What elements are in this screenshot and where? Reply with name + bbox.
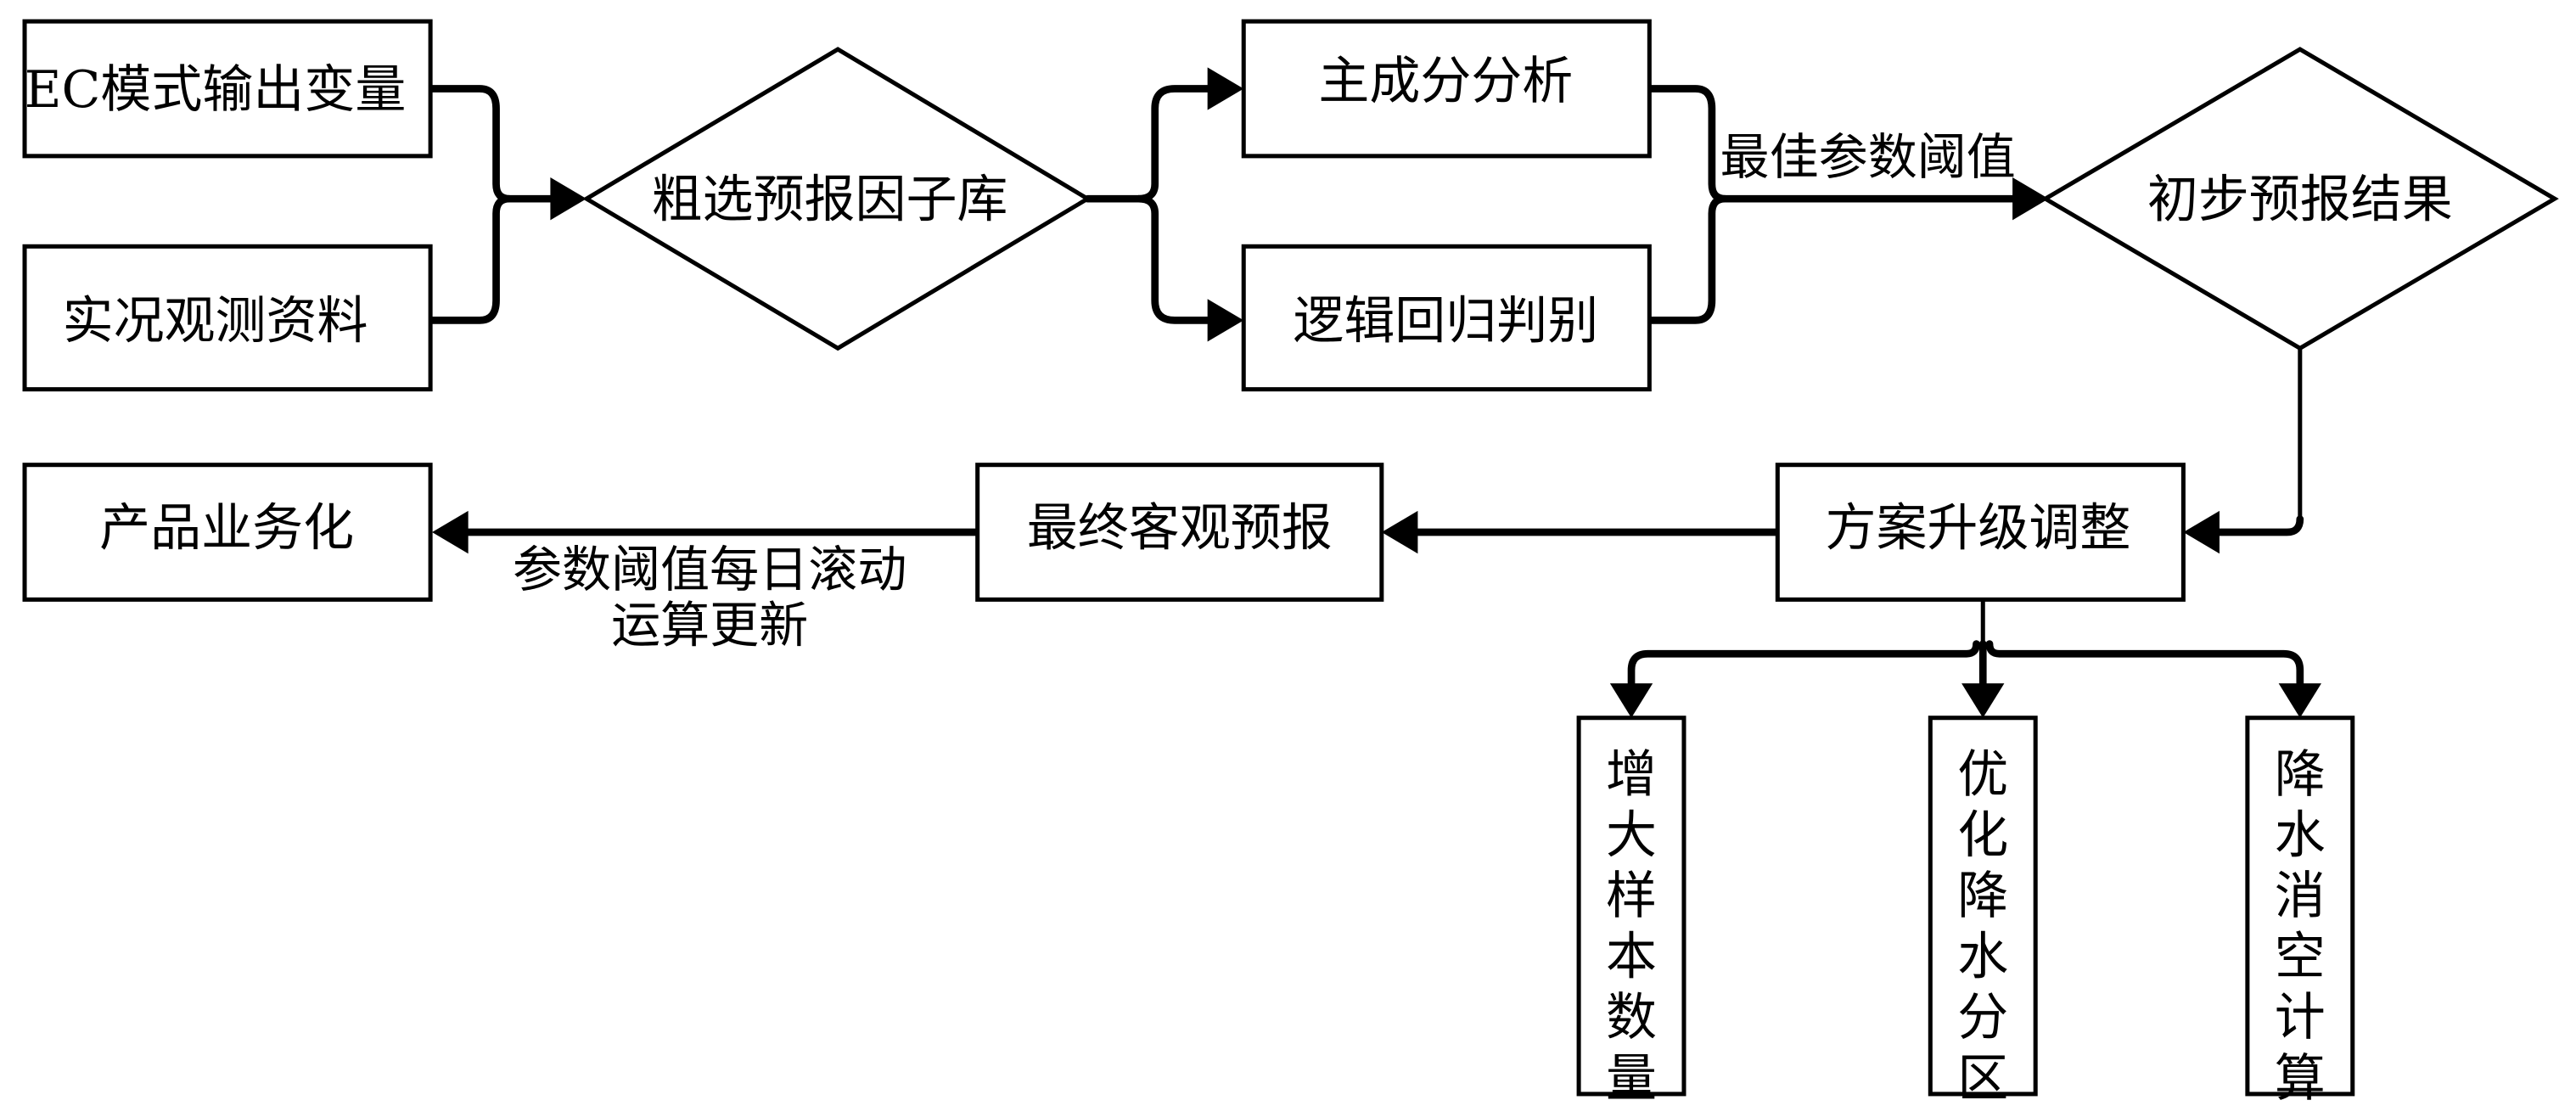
node-factor-library: 粗选预报因子库 <box>582 47 1092 351</box>
vertical-char: 水 <box>1957 928 2008 987</box>
node-factor-library-label: 粗选预报因子库 <box>652 170 1008 229</box>
node-logistic-label: 逻辑回归判别 <box>1293 292 1598 351</box>
node-product: 产品业务化 <box>22 463 433 602</box>
vertical-char: 样 <box>1606 867 1657 926</box>
edge-label-daily-update-line1: 参数阈值每日滚动 <box>513 541 906 598</box>
connector-ec-to-merge <box>426 85 514 203</box>
vertical-char: 分 <box>1957 988 2008 1047</box>
vertical-char: 本 <box>1606 928 1657 987</box>
node-preliminary: 初步预报结果 <box>2040 47 2559 351</box>
node-product-label: 产品业务化 <box>99 499 354 558</box>
vertical-char: 算 <box>2275 1049 2326 1109</box>
vertical-char: 降 <box>2275 745 2326 805</box>
node-sample: 增大样本数量 <box>1576 716 1686 1109</box>
vertical-char: 水 <box>2275 805 2326 865</box>
node-logistic: 逻辑回归判别 <box>1241 244 1652 392</box>
arrowhead-to-false-alarm <box>2278 683 2321 718</box>
node-upgrade-label: 方案升级调整 <box>1825 499 2130 558</box>
arrowhead-to-sample <box>1609 683 1653 718</box>
arrowhead-to-upgrade <box>2183 510 2220 554</box>
node-final: 最终客观预报 <box>975 463 1384 602</box>
arrowhead-to-factor <box>550 177 587 221</box>
arrowhead-to-preliminary <box>2012 177 2049 221</box>
node-false-alarm-label: 降水消空计算 <box>2275 745 2326 1109</box>
vertical-char: 消 <box>2275 867 2326 926</box>
vertical-char: 优 <box>1957 745 2008 805</box>
connector-split-to-logistic <box>1135 194 1220 324</box>
edge-label-daily-update-line2: 运算更新 <box>611 597 808 654</box>
node-ec-output: EC模式输出变量 <box>22 19 433 159</box>
connector-obs-to-merge <box>426 194 514 324</box>
arrowhead-to-zoning <box>1961 683 2005 718</box>
arrowhead-to-final <box>1381 510 1418 554</box>
vertical-char: 降 <box>1957 867 2008 926</box>
node-pca-label: 主成分分析 <box>1318 52 1573 111</box>
arrowhead-to-pca <box>1207 67 1244 110</box>
node-observation-label: 实况观测资料 <box>63 292 368 351</box>
arrowhead-to-logistic <box>1207 299 1244 342</box>
connector-pca-to-merge <box>1645 85 1729 203</box>
vertical-char: 数 <box>1606 988 1657 1047</box>
vertical-char: 化 <box>1957 805 2008 865</box>
node-false-alarm: 降水消空计算 <box>2245 716 2355 1109</box>
arrowhead-to-product <box>432 510 469 554</box>
vertical-char: 区 <box>1957 1049 2008 1109</box>
vertical-char: 量 <box>1606 1049 1657 1109</box>
connector-logistic-to-merge <box>1645 194 1729 324</box>
connector-branch-left <box>1627 640 1980 694</box>
node-sample-label: 增大样本数量 <box>1606 745 1657 1109</box>
connector-preliminary-turn <box>2210 515 2304 536</box>
node-ec-output-label: EC模式输出变量 <box>25 60 407 120</box>
vertical-char: 计 <box>2275 988 2326 1047</box>
connector-branch-right <box>1985 640 2304 694</box>
node-final-label: 最终客观预报 <box>1027 499 1333 558</box>
vertical-char: 大 <box>1606 805 1657 865</box>
connector-split-to-pca <box>1135 85 1220 203</box>
edge-label-best-threshold: 最佳参数阈值 <box>1720 128 2016 186</box>
node-upgrade: 方案升级调整 <box>1775 463 2186 602</box>
node-zoning-label: 优化降水分区 <box>1957 745 2008 1109</box>
node-zoning: 优化降水分区 <box>1928 716 2038 1109</box>
node-preliminary-label: 初步预报结果 <box>2147 170 2453 229</box>
vertical-char: 空 <box>2275 928 2326 987</box>
vertical-char: 增 <box>1606 745 1657 805</box>
node-pca: 主成分分析 <box>1241 19 1652 159</box>
node-observation: 实况观测资料 <box>22 244 433 392</box>
